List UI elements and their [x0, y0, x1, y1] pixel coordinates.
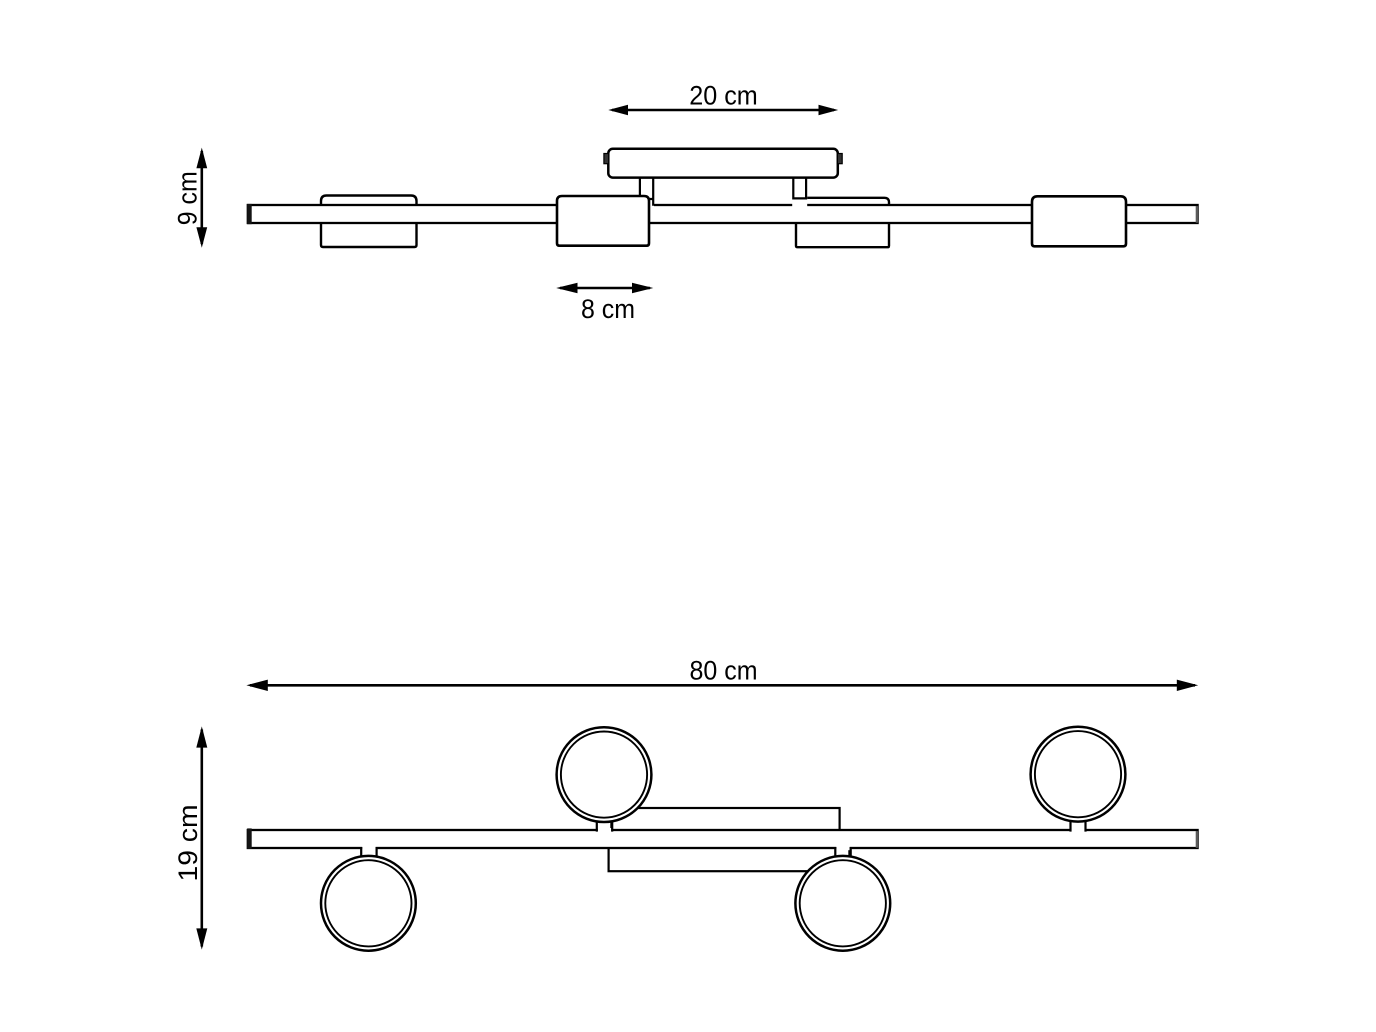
svg-text:8 cm: 8 cm	[581, 294, 635, 324]
svg-text:19 cm: 19 cm	[173, 805, 203, 882]
svg-text:9 cm: 9 cm	[173, 171, 203, 225]
svg-text:20 cm: 20 cm	[689, 80, 758, 110]
svg-text:80 cm: 80 cm	[690, 656, 758, 686]
